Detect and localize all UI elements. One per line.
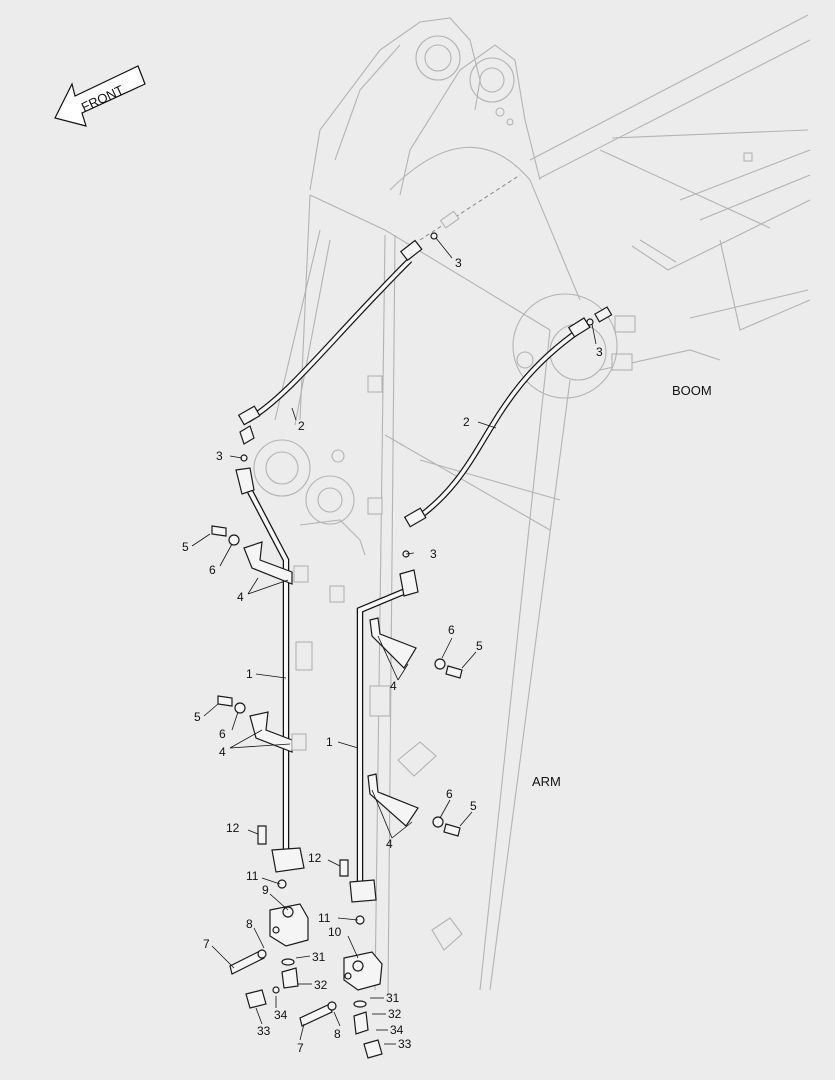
right-clamp-lower — [367, 773, 419, 827]
callout-5: 5 — [182, 540, 189, 554]
boom-label: BOOM — [672, 383, 712, 398]
left-hose-2 — [237, 239, 423, 426]
callout-3: 3 — [455, 256, 462, 270]
callout-6: 6 — [446, 787, 453, 801]
callout-31: 31 — [386, 991, 400, 1005]
callout-6: 6 — [219, 727, 226, 741]
callout-4: 4 — [219, 745, 226, 759]
callout-7: 7 — [203, 937, 210, 951]
callout-5: 5 — [476, 639, 483, 653]
right-bolts — [339, 658, 463, 877]
callout-11: 11 — [318, 911, 331, 925]
callout-10: 10 — [328, 925, 342, 939]
callout-34: 34 — [274, 1008, 288, 1022]
arm-label: ARM — [532, 774, 561, 789]
callout-4: 4 — [390, 679, 397, 693]
callout-32: 32 — [314, 978, 328, 992]
oring-top-right — [586, 318, 594, 326]
callout-8: 8 — [246, 917, 253, 931]
left-pipe-1 — [235, 425, 305, 873]
callout-34: 34 — [390, 1023, 404, 1037]
front-arrow-icon — [54, 65, 146, 127]
callout-12: 12 — [226, 821, 240, 835]
right-valve-block — [299, 915, 383, 1059]
callout-3: 3 — [216, 449, 223, 463]
callout-6: 6 — [209, 563, 216, 577]
callout-12: 12 — [308, 851, 322, 865]
callout-4: 4 — [237, 590, 244, 604]
arm-structure — [253, 17, 581, 996]
callout-5: 5 — [470, 799, 477, 813]
callout-1: 1 — [326, 735, 333, 749]
callout-5: 5 — [194, 710, 201, 724]
callout-3: 3 — [596, 345, 603, 359]
leader-lines — [191, 237, 597, 1045]
callout-32: 32 — [388, 1007, 402, 1021]
callout-9: 9 — [262, 883, 269, 897]
dashed-hose-ghost — [419, 174, 521, 241]
left-clamp-upper — [243, 541, 309, 585]
callout-6: 6 — [448, 623, 455, 637]
callout-labels: 3 3 3 3 2 2 5 6 4 1 5 6 4 6 5 4 1 6 5 4 … — [182, 256, 603, 1055]
right-clamp-upper — [369, 617, 417, 669]
left-valve-block — [229, 879, 309, 1009]
callout-8: 8 — [334, 1027, 341, 1041]
callout-33: 33 — [398, 1037, 412, 1051]
right-pipe-1 — [349, 569, 419, 903]
callout-4: 4 — [386, 837, 393, 851]
callout-2: 2 — [463, 415, 470, 429]
callout-33: 33 — [257, 1024, 271, 1038]
boom-structure — [512, 14, 811, 399]
callout-3: 3 — [430, 547, 437, 561]
left-clamp-lower — [249, 711, 307, 753]
callout-11: 11 — [246, 869, 259, 883]
callout-1: 1 — [246, 667, 253, 681]
callout-2: 2 — [298, 419, 305, 433]
right-hose-2 — [403, 306, 613, 528]
oring-top-left — [430, 232, 438, 240]
left-bolts — [211, 525, 267, 845]
callout-7: 7 — [297, 1041, 304, 1055]
callout-31: 31 — [312, 950, 326, 964]
